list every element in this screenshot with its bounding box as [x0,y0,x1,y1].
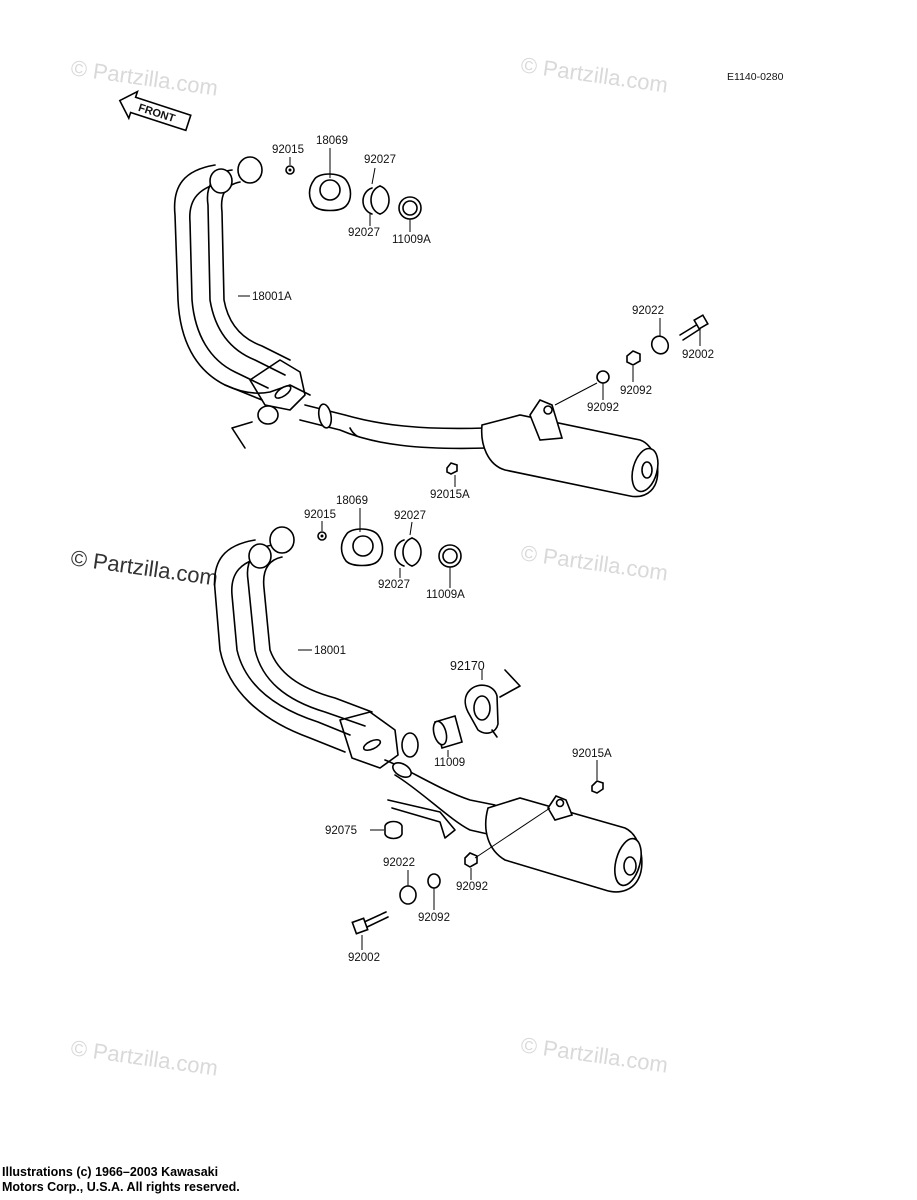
watermark: © Partzilla.com [519,52,669,97]
label-92092: 92092 [418,912,450,924]
lower-clip-92027 [394,537,422,567]
copyright-line: Illustrations (c) 1966–2003 Kawasaki [2,1165,219,1179]
lower-leaders [298,508,598,950]
label-18069: 18069 [316,135,348,147]
lower-bolt-92002 [351,911,389,935]
upper-bolt-92002 [679,314,709,341]
label-92015: 92015 [272,144,304,156]
upper-gasket-18069 [308,173,352,212]
label-18001A: 18001A [252,291,292,303]
label-92002: 92002 [348,952,380,964]
watermark: © Partzilla.com [69,545,219,590]
upper-muffler [480,399,659,498]
upper-bolt-92015 [285,165,295,175]
lower-header-pipe [213,526,496,839]
watermark: © Partzilla.com [69,1035,219,1080]
label-92027: 92027 [364,154,396,166]
label-92015: 92015 [304,509,336,521]
upper-clip-92027 [362,185,390,215]
watermark: © Partzilla.com [69,55,219,100]
lower-seal-11009 [432,714,463,750]
upper-nut-92092 [596,350,641,384]
lower-clamp-92170 [464,669,521,738]
copyright-notice: Illustrations (c) 1966–2003 Kawasaki Mot… [2,1165,240,1195]
upper-nut-92015A [446,462,458,475]
label-92015A: 92015A [430,489,470,501]
label-11009: 11009 [434,757,465,769]
watermark: © Partzilla.com [519,540,669,585]
lower-assembly: 92015 18069 92027 92027 11009A 18001 921… [213,495,643,964]
label-11009A: 11009A [392,234,431,246]
label-92075: 92075 [325,825,357,837]
label-92015A: 92015A [572,748,612,760]
label-18001: 18001 [314,645,346,657]
lower-seal-11009A [438,544,462,568]
label-92027: 92027 [348,227,380,239]
label-18069: 18069 [336,495,368,507]
upper-assembly: 92015 18069 92027 92027 11009A 18001A 92… [173,135,714,501]
label-92092: 92092 [620,385,652,397]
upper-leaders [238,148,701,487]
label-92027: 92027 [394,510,426,522]
label-92002: 92002 [682,349,714,361]
lower-nut-92015A [591,780,604,794]
label-92092: 92092 [587,402,619,414]
label-92170: 92170 [450,659,485,673]
upper-seal-11009A [398,196,422,220]
copyright-line: Motors Corp., U.S.A. All rights reserved… [2,1180,240,1194]
label-92022: 92022 [383,857,415,869]
label-92022: 92022 [632,305,664,317]
lower-gasket-18069 [340,528,384,567]
upper-collar-92022 [650,335,670,355]
lower-damper-92075 [384,820,403,840]
upper-header-pipe [173,156,489,450]
label-11009A: 11009A [426,589,465,601]
lower-muffler [484,795,643,893]
label-92027: 92027 [378,579,410,591]
lower-bolt-92015 [317,531,327,541]
label-92092: 92092 [456,881,488,893]
watermark: © Partzilla.com [519,1032,669,1077]
lower-collar-92022 [399,885,417,905]
diagram-code: E1140-0280 [727,71,784,83]
